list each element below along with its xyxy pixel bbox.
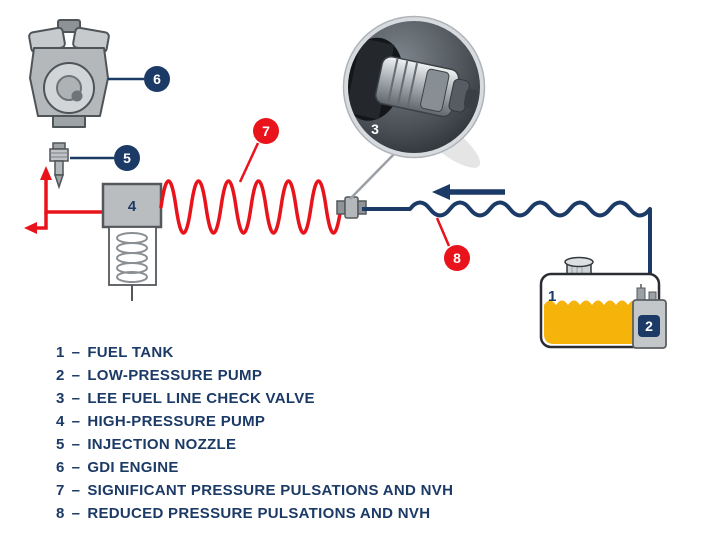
legend-item-1: 1–FUEL TANK	[56, 344, 453, 361]
legend-dash: –	[71, 459, 81, 476]
badge-7: 7	[262, 123, 270, 139]
inset-pointer-line	[349, 149, 399, 200]
legend-label: SIGNIFICANT PRESSURE PULSATIONS AND NVH	[87, 482, 454, 499]
legend-dash: –	[71, 344, 81, 361]
legend-num: 5	[56, 436, 65, 453]
fuel-level	[544, 300, 656, 344]
legend-item-8: 8–REDUCED PRESSURE PULSATIONS AND NVH	[56, 505, 453, 522]
legend-label: LOW-PRESSURE PUMP	[87, 367, 263, 384]
flow-arrow-up	[40, 166, 52, 180]
label-4: 4	[128, 198, 137, 215]
legend-num: 7	[56, 482, 65, 499]
badge-6: 6	[153, 71, 161, 87]
badge-2: 2	[645, 318, 653, 334]
legend-label: REDUCED PRESSURE PULSATIONS AND NVH	[87, 505, 431, 522]
legend-label: HIGH-PRESSURE PUMP	[87, 413, 266, 430]
legend-item-6: 6–GDI ENGINE	[56, 459, 453, 476]
legend-num: 2	[56, 367, 65, 384]
legend-item-2: 2–LOW-PRESSURE PUMP	[56, 367, 453, 384]
legend-num: 8	[56, 505, 65, 522]
callout-8: 8	[435, 217, 470, 271]
low-pressure-line	[362, 200, 652, 298]
legend-num: 6	[56, 459, 65, 476]
legend-label: FUEL TANK	[87, 344, 174, 361]
legend-label: INJECTION NOZZLE	[87, 436, 237, 453]
legend-label: GDI ENGINE	[87, 459, 179, 476]
legend-dash: –	[71, 436, 81, 453]
label-3: 3	[371, 121, 379, 137]
badge-6-circle	[144, 66, 170, 92]
high-pressure-line	[24, 166, 103, 234]
check-valve-inset: 3	[342, 15, 486, 168]
legend-dash: –	[71, 367, 81, 384]
badge-8-circle	[444, 245, 470, 271]
legend-item-4: 4–HIGH-PRESSURE PUMP	[56, 413, 453, 430]
pressure-pulsation-wave	[159, 179, 343, 235]
low-pressure-pump-icon: 2	[632, 284, 667, 349]
badge-8: 8	[453, 250, 461, 266]
legend-item-7: 7–SIGNIFICANT PRESSURE PULSATIONS AND NV…	[56, 482, 453, 499]
legend: 1–FUEL TANK 2–LOW-PRESSURE PUMP 3–LEE FU…	[56, 344, 453, 528]
legend-dash: –	[71, 505, 81, 522]
badge-5: 5	[123, 150, 131, 166]
legend-num: 4	[56, 413, 65, 430]
gdi-engine-icon	[28, 19, 110, 128]
legend-dash: –	[71, 390, 81, 407]
pump-spring	[116, 232, 148, 283]
badge-5-circle	[114, 145, 140, 171]
legend-label: LEE FUEL LINE CHECK VALVE	[87, 390, 315, 407]
legend-dash: –	[71, 482, 81, 499]
fuel-tank-icon: 1	[539, 256, 661, 349]
high-pressure-pump-icon: 4	[101, 182, 163, 301]
flow-arrow-left	[24, 222, 37, 234]
legend-dash: –	[71, 413, 81, 430]
callout-7: 7	[238, 118, 279, 183]
injection-nozzle-icon	[49, 142, 69, 190]
badge-7-circle	[253, 118, 279, 144]
callout-6: 6	[108, 66, 170, 92]
label-1: 1	[548, 288, 556, 305]
legend-num: 1	[56, 344, 65, 361]
legend-num: 3	[56, 390, 65, 407]
legend-item-5: 5–INJECTION NOZZLE	[56, 436, 453, 453]
badge-2-plate	[638, 315, 660, 337]
flow-direction-arrow	[432, 184, 505, 200]
callout-5: 5	[70, 145, 140, 171]
legend-item-3: 3–LEE FUEL LINE CHECK VALVE	[56, 390, 453, 407]
